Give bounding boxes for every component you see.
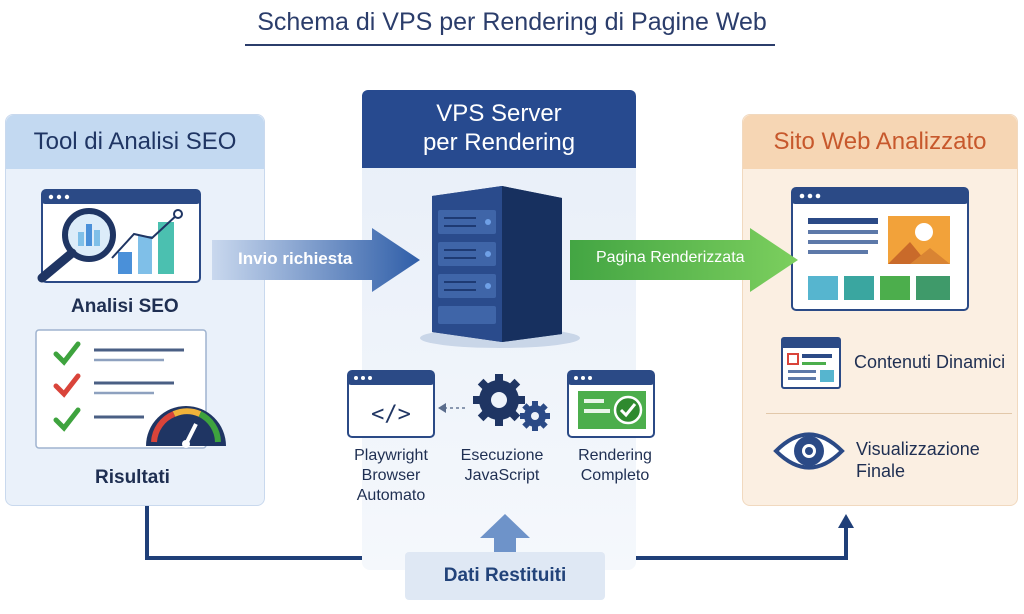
step-arrow-left-icon [438, 403, 468, 413]
step-playwright-label: Playwright Browser Automato [354, 447, 428, 504]
right-divider [766, 413, 1012, 414]
server-icon [420, 186, 580, 348]
seo-analysis-icon [37, 189, 201, 283]
up-arrow-icon [480, 514, 530, 562]
seo-analysis-label: Analisi SEO [71, 296, 179, 317]
results-label: Risultati [95, 467, 170, 488]
eye-icon [773, 432, 845, 470]
vps-header-line2: per Rendering [422, 129, 576, 156]
seo-tool-header: Tool di Analisi SEO [6, 115, 264, 169]
check-window-icon [567, 370, 655, 438]
request-arrow-label: Invio richiesta [238, 249, 353, 268]
results-checklist-icon [35, 329, 226, 449]
dynamic-content-icon [781, 337, 841, 389]
rendered-page-arrow [570, 228, 798, 292]
code-icon: </> [347, 370, 435, 438]
request-arrow [212, 228, 420, 292]
final-view-label: Visualizzazione Finale [856, 439, 980, 481]
diagram-title: Schema di VPS per Rendering di Pagine We… [257, 8, 767, 36]
step-javascript-label: Esecuzione JavaScript [460, 447, 544, 484]
gears-icon [473, 374, 550, 431]
step-rendering-label: Rendering Completo [578, 447, 652, 484]
analyzed-site-panel: Sito Web Analizzato [742, 114, 1018, 506]
title-underline [245, 44, 775, 46]
vps-server-header: VPS Server per Rendering [362, 90, 636, 168]
svg-text:</>: </> [371, 402, 411, 427]
vps-header-line1: VPS Server [436, 100, 562, 127]
rendered-page-arrow-label: Pagina Renderizzata [596, 249, 745, 266]
website-page-icon [791, 187, 969, 311]
analyzed-site-header: Sito Web Analizzato [743, 115, 1017, 169]
dynamic-content-label: Contenuti Dinamici [854, 352, 1006, 372]
returned-data-box: Dati Restituiti [405, 552, 605, 600]
